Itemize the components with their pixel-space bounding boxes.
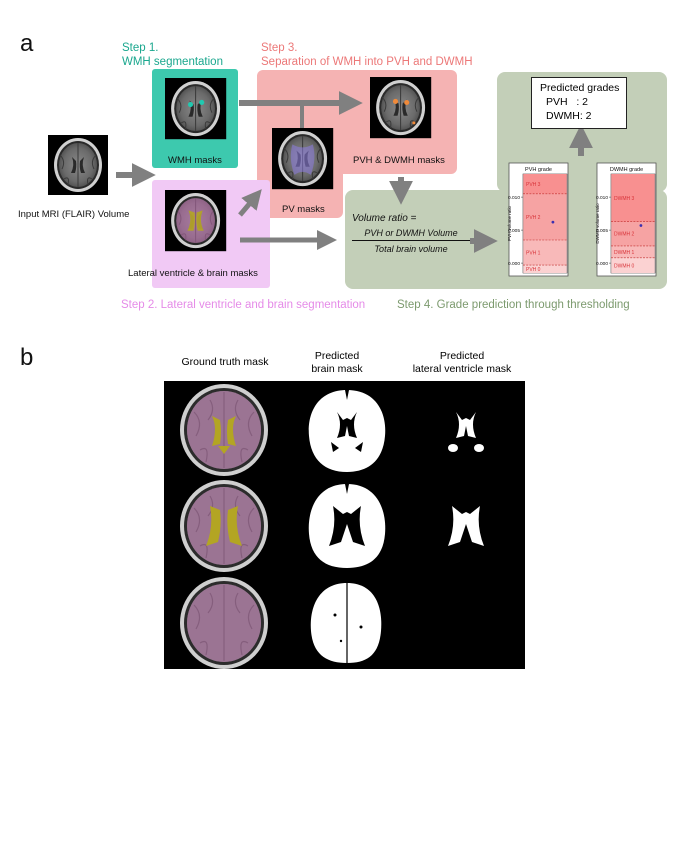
- panel-b-grid: [164, 381, 525, 669]
- predicted-pvh: PVH : 2: [546, 96, 589, 108]
- step2-title: Step 2. Lateral ventricle and brain segm…: [121, 299, 366, 311]
- grade-tick-label-1-0: 0.010: [596, 195, 608, 201]
- step4-title: Step 4. Grade prediction through thresho…: [397, 299, 630, 311]
- caption-pvh-dwmh-masks: PVH & DWMH masks: [353, 155, 445, 166]
- predicted-dwmh: DWMH: 2: [546, 110, 592, 122]
- pvh-dwmh-mask-image: [369, 76, 432, 139]
- predicted-grades-box: Predicted grades PVH : 2 DWMH: 2: [531, 77, 627, 129]
- gt-mask-row1: [179, 383, 269, 477]
- volume-ratio-label: Volume ratio =: [352, 213, 417, 224]
- panel-a-letter: a: [20, 30, 34, 57]
- ventricle-mask-row1: [448, 412, 484, 452]
- ventricle-mask-row2: [448, 506, 484, 546]
- grade-tick-label-0-2: 0.000: [508, 261, 520, 267]
- grade-band-1-1: [611, 221, 655, 246]
- volume-ratio-numerator: PVH or DWMH Volume: [352, 228, 470, 241]
- panel-a-graphics: [47, 76, 593, 253]
- grade-band-label-1-1: DWMH 2: [614, 232, 634, 238]
- grade-chart-title-1: DWMH grade: [610, 167, 643, 173]
- wmh-mask-image: [164, 77, 227, 140]
- grade-point-0: [551, 220, 555, 224]
- grade-band-0-2: [523, 240, 567, 266]
- grade-tick-label-1-1: 0.005: [596, 228, 608, 234]
- brain-mask-row3: [310, 583, 382, 663]
- grade-band-label-1-2: DWMH 1: [614, 250, 634, 256]
- grade-tick-label-0-1: 0.005: [508, 228, 520, 234]
- caption-pv-masks: PV masks: [282, 204, 325, 215]
- grade-band-0-0: [523, 174, 567, 194]
- step1-title: Step 1.: [122, 42, 159, 54]
- grade-band-label-0-2: PVH 1: [526, 251, 541, 257]
- grade-band-label-0-0: PVH 3: [526, 182, 541, 188]
- grade-point-1: [639, 224, 643, 227]
- brain-mask-row2: [308, 484, 386, 568]
- grade-band-1-2: [611, 245, 655, 258]
- gt-mask-row3: [179, 576, 269, 669]
- grade-ylabel-1: DWMH volume ratio: [595, 203, 600, 244]
- step3-title: Step 3.: [261, 42, 298, 54]
- grade-band-0-3: [523, 265, 567, 273]
- grade-tick-label-1-2: 0.000: [596, 261, 608, 267]
- predicted-grades-title: Predicted grades: [540, 82, 620, 94]
- gt-mask-row2: [179, 479, 269, 573]
- grade-chart-title-0: PVH grade: [525, 167, 552, 173]
- grade-band-0-1: [523, 193, 567, 240]
- brain-mask-row1: [308, 390, 386, 472]
- caption-lv-brain-masks: Lateral ventricle & brain masks: [128, 268, 258, 279]
- pv-mask-image: [271, 127, 334, 190]
- grade-band-label-0-3: PVH 0: [526, 267, 541, 273]
- grade-band-label-1-3: DWMH 0: [614, 263, 634, 269]
- grade-ylabel-0: PVH volume ratio: [507, 205, 512, 241]
- caption-wmh-masks: WMH masks: [168, 155, 222, 166]
- column-header-ventricle: Predicted lateral ventricle mask: [412, 350, 512, 375]
- grade-tick-label-0-0: 0.010: [508, 195, 520, 201]
- volume-ratio-formula: Volume ratio = PVH or DWMH Volume Total …: [352, 213, 470, 254]
- grade-band-1-0: [611, 174, 655, 222]
- step3-subtitle: Separation of WMH into PVH and DWMH: [261, 56, 473, 68]
- column-header-ground-truth: Ground truth mask: [181, 356, 269, 368]
- grade-band-1-3: [611, 257, 655, 273]
- grade-band-label-0-1: PVH 2: [526, 215, 541, 221]
- step1-subtitle: WMH segmentation: [122, 56, 223, 68]
- volume-ratio-denominator: Total brain volume: [374, 244, 448, 254]
- arrow-lv-to-pv: [238, 189, 262, 217]
- column-header-brain: Predicted brain mask: [311, 350, 363, 375]
- grade-band-label-1-0: DWMH 3: [614, 196, 634, 202]
- lv-brain-mask-image: [164, 189, 227, 252]
- panel-b-letter: b: [20, 344, 34, 371]
- caption-input: Input MRI (FLAIR) Volume: [18, 209, 130, 220]
